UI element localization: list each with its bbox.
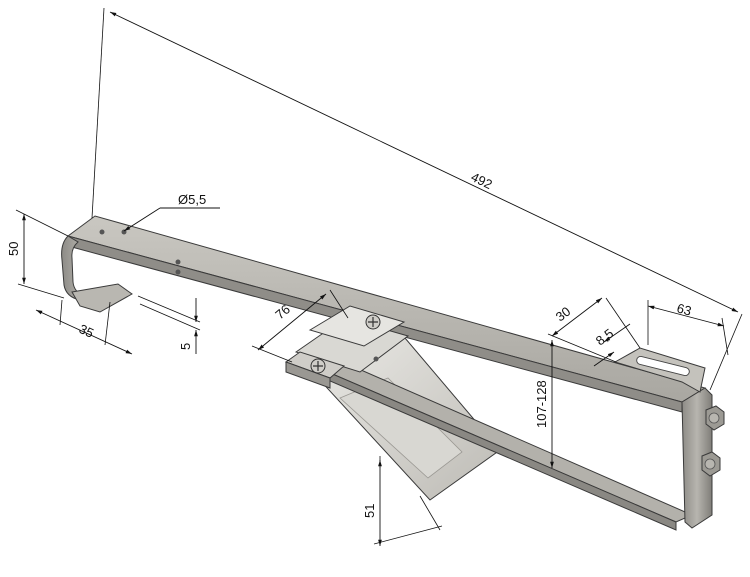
clamp — [284, 305, 410, 389]
dim-overall-length: 492 — [469, 169, 495, 192]
dimension-labels: 492 Ø5,5 50 35 5 76 30 8,5 63 107-128 51 — [6, 169, 693, 518]
dim-slot-width: 8,5 — [593, 326, 616, 349]
screw-lower-icon — [310, 358, 326, 374]
dimension-lines — [15, 7, 743, 546]
bracket-part — [61, 215, 725, 531]
dim-hook-width: 35 — [77, 321, 96, 341]
left-hook-foot — [71, 283, 133, 313]
screw-upper-icon — [365, 314, 381, 330]
dim-bottom-depth: 51 — [362, 504, 377, 518]
dim-adjust-range: 107-128 — [534, 380, 549, 428]
bolt-upper — [705, 405, 725, 431]
dim-height: 50 — [6, 242, 21, 256]
dim-end-width: 63 — [675, 300, 693, 318]
adjust-slot — [636, 355, 690, 377]
right-leg — [681, 387, 713, 529]
dim-thickness: 5 — [178, 343, 193, 350]
dim-slot-length: 30 — [553, 304, 574, 325]
bolt-lower — [701, 451, 721, 477]
dim-hole-diameter: Ø5,5 — [178, 192, 206, 207]
